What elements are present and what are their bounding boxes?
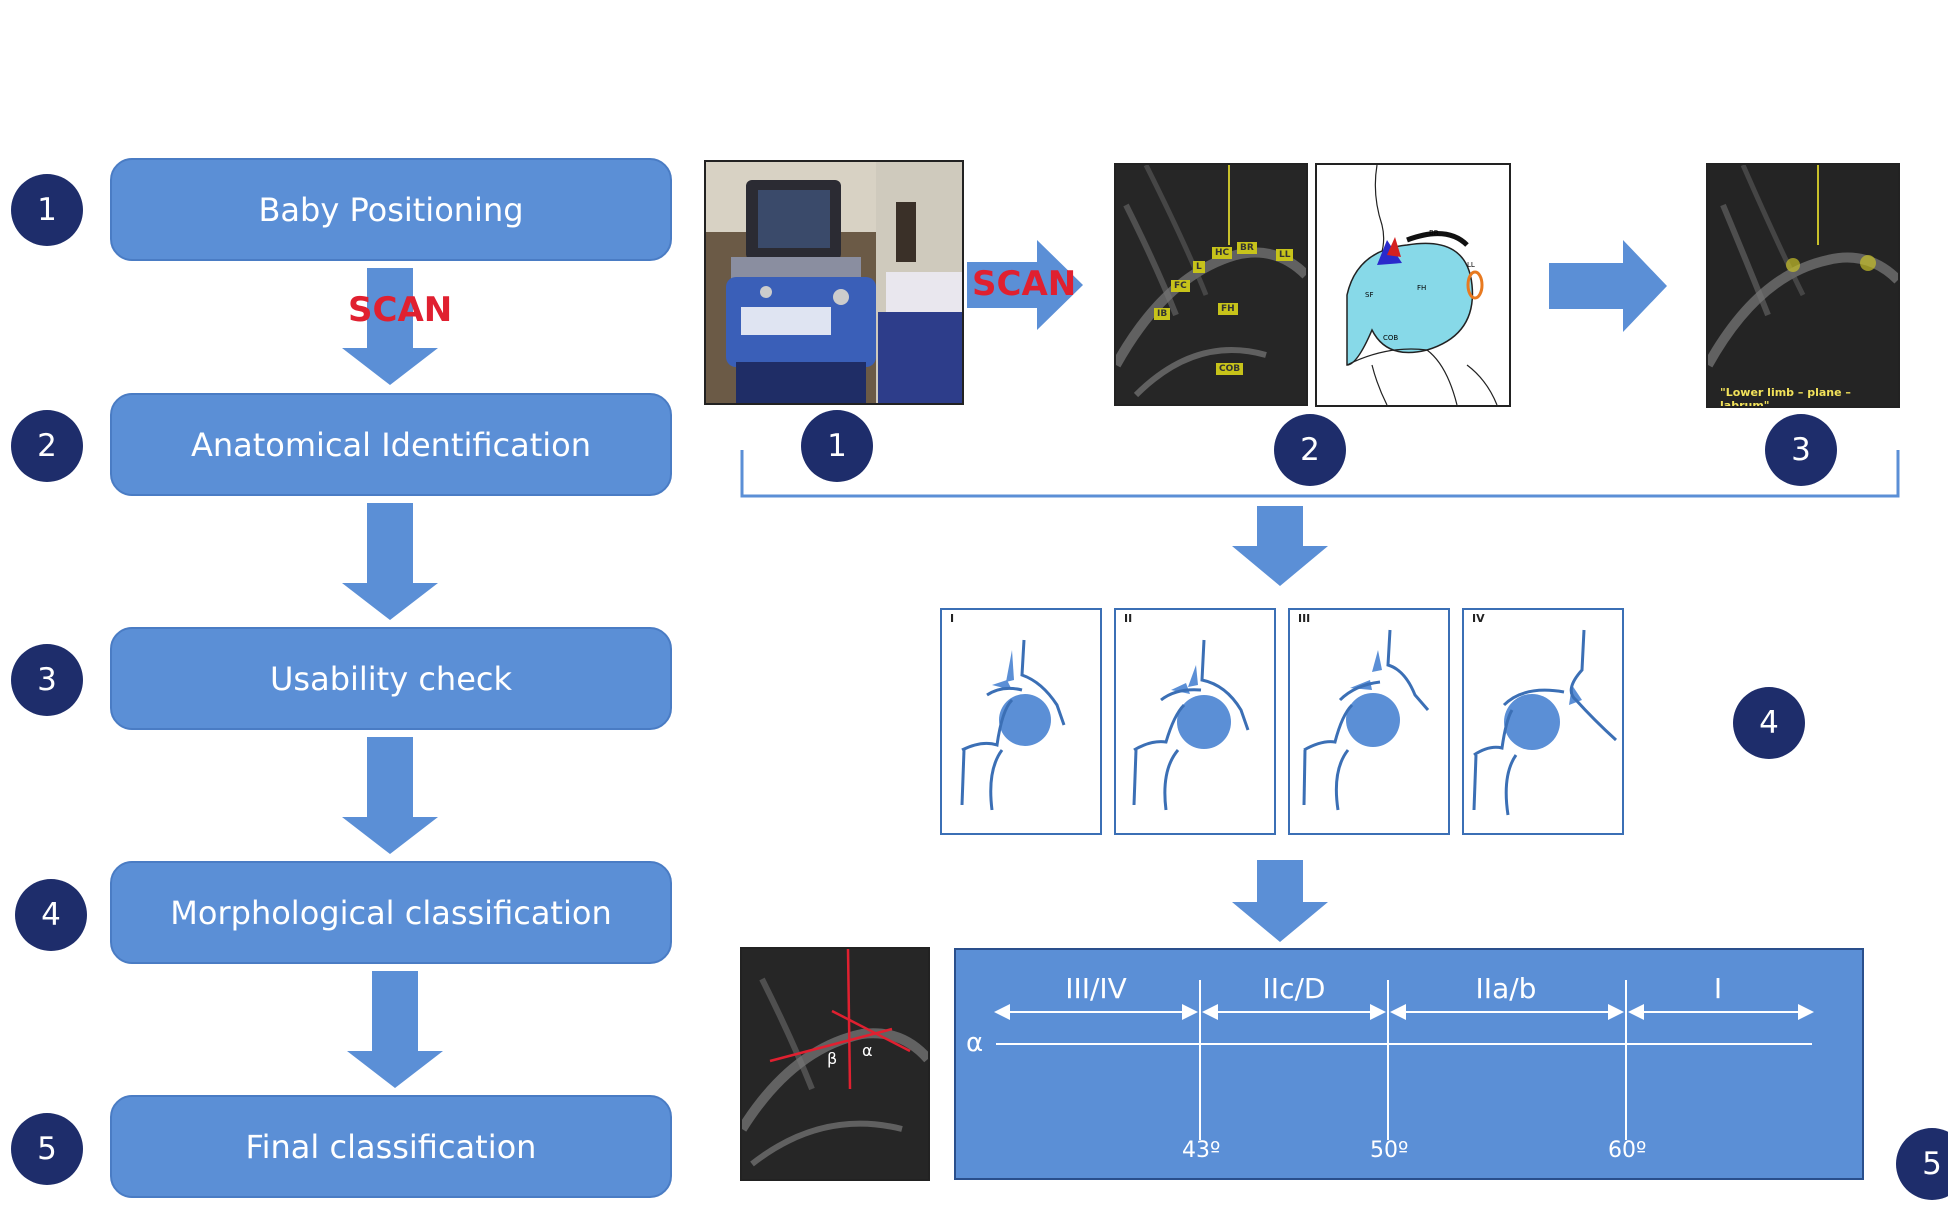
diagram-label-fh: FH [1417, 284, 1426, 292]
arrow-to-morphology [1232, 506, 1328, 586]
ultrasound-angle-image: β α [740, 947, 930, 1181]
step-box-morphological-classification: Morphological classification [110, 861, 672, 964]
range-label-iic-d: IIc/D [1262, 972, 1326, 1005]
flow-arrow-4 [347, 971, 443, 1088]
flow-arrow-1 [342, 268, 438, 385]
ultrasound-usability-texture [1708, 165, 1898, 406]
ultrasound-anatomy-image: HC BR LL L FC FH IB COB [1114, 163, 1308, 406]
image-number-3: 3 [1765, 414, 1837, 486]
alpha-axis-symbol: α [966, 1028, 984, 1058]
ultrasound-machine-illustration [706, 162, 962, 403]
image-number-1: 1 [801, 410, 873, 482]
us-tag-ib: IB [1154, 308, 1171, 320]
morph-panel-type-2: II [1114, 608, 1276, 835]
classification-panel: α III/IV IIc/D IIa/b I 43º 50º 60º [954, 948, 1864, 1180]
scan-label-flowchart: SCAN [348, 290, 453, 330]
diagram-label-br: BR [1429, 229, 1439, 237]
step-box-final-classification: Final classification [110, 1095, 672, 1198]
beta-angle-label: β [827, 1049, 837, 1068]
us-tag-cob: COB [1216, 363, 1244, 375]
us-tag-br: BR [1237, 242, 1257, 254]
usability-caption: "Lower limb – plane – labrum" [1720, 386, 1851, 408]
morph-label-2: II [1124, 612, 1133, 625]
hip-schematic-drawing: BR LL SF FH COB [1346, 165, 1498, 405]
us-tag-l: L [1193, 261, 1205, 273]
arrow-to-classification [1232, 860, 1328, 942]
ultrasound-texture [1116, 165, 1306, 404]
morph-panel-type-1: I [940, 608, 1102, 835]
range-label-iia-b: IIa/b [1475, 972, 1537, 1005]
morph-panel-type-3: III [1288, 608, 1450, 835]
pipeline-arrow-right [1549, 240, 1667, 332]
image-number-5: 5 [1896, 1128, 1948, 1200]
tick-label-60: 60º [1608, 1138, 1647, 1163]
step-number-4: 4 [15, 879, 87, 951]
morph-label-1: I [950, 612, 955, 625]
step-box-anatomical-identification: Anatomical Identification [110, 393, 672, 496]
flow-arrow-2 [342, 503, 438, 620]
image-number-2: 2 [1274, 414, 1346, 486]
diagram-label-sf: SF [1365, 291, 1373, 299]
ultrasound-machine-photo [704, 160, 964, 405]
tick-label-50: 50º [1370, 1138, 1409, 1163]
us-tag-fc: FC [1171, 280, 1190, 292]
tick-label-43: 43º [1182, 1138, 1221, 1163]
us-tag-hc: HC [1212, 247, 1233, 259]
step-number-1: 1 [11, 174, 83, 246]
morph-label-3: III [1298, 612, 1311, 625]
ultrasound-usability-image: "Lower limb – plane – labrum" [1706, 163, 1900, 408]
ultrasound-angle-drawing: β α [742, 949, 928, 1179]
range-label-i: I [1713, 972, 1723, 1005]
alpha-angle-label: α [862, 1041, 873, 1060]
us-tag-ll: LL [1276, 249, 1294, 261]
hip-schematic-diagram: BR LL SF FH COB [1315, 163, 1511, 407]
scan-label-pipeline: SCAN [972, 264, 1077, 304]
step-number-3: 3 [11, 644, 83, 716]
step-box-baby-positioning: Baby Positioning [110, 158, 672, 261]
step-box-usability-check: Usability check [110, 627, 672, 730]
range-label-iii-iv: III/IV [1065, 972, 1127, 1005]
scan-arrow-right [967, 240, 1083, 330]
classification-scale [994, 980, 1814, 1140]
us-tag-fh: FH [1218, 303, 1238, 315]
morph-drawing-type-3 [1302, 629, 1430, 811]
morph-drawing-type-4 [1472, 629, 1618, 816]
grouping-bracket [740, 450, 1900, 498]
image-number-4: 4 [1733, 687, 1805, 759]
flow-arrow-3 [342, 737, 438, 854]
diagram-label-cob: COB [1383, 334, 1398, 342]
step-number-2: 2 [11, 410, 83, 482]
diagram-label-ll: LL [1467, 261, 1475, 269]
morph-label-4: IV [1472, 612, 1485, 625]
morph-drawing-type-2 [1132, 639, 1250, 811]
morph-drawing-type-1 [960, 639, 1066, 811]
morph-panel-type-4: IV [1462, 608, 1624, 835]
step-number-5: 5 [11, 1113, 83, 1185]
